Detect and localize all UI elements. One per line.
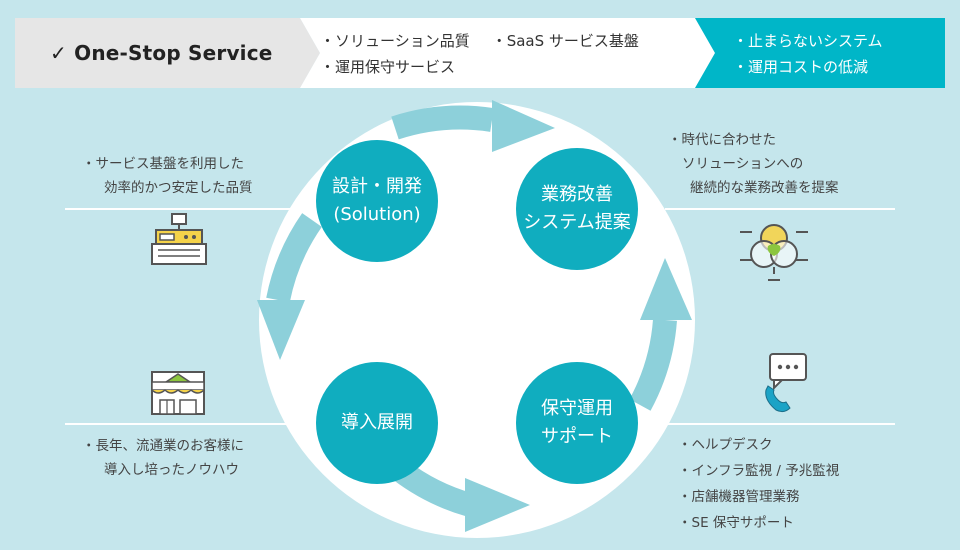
note-retail-knowhow: ・長年、流通業のお客様に 導入し培ったノウハウ xyxy=(82,438,244,478)
arrow-top xyxy=(492,100,555,152)
outcome-nonstop: ・止まらないシステム xyxy=(733,32,883,50)
store-front-icon xyxy=(151,371,205,415)
banner: ✓ One-Stop Service ・ソリューション品質 ・SaaS サービス基… xyxy=(15,18,945,88)
arrow-right xyxy=(640,258,692,320)
node-business-improvement: 業務改善 システム提案 xyxy=(516,148,638,270)
banner-background xyxy=(15,18,945,88)
banner-outcomes: ・止まらないシステム ・運用コストの低減 xyxy=(733,28,883,80)
node-deployment: 導入展開 xyxy=(316,362,438,484)
arrow-arc-right xyxy=(629,318,677,411)
outcome-cost-reduction: ・運用コストの低減 xyxy=(733,58,869,76)
benefit-saas-platform: ・SaaS サービス基盤 xyxy=(491,32,639,50)
benefit-maintenance: ・運用保守サービス xyxy=(320,58,456,76)
cash-register-icon xyxy=(151,213,207,265)
arrow-left xyxy=(257,300,305,360)
phone-chat-icon xyxy=(765,353,807,413)
note-continuous-improvement: ・時代に合わせた ソリューションへの 継続的な業務改善を提案 xyxy=(668,132,839,196)
divider-top-right xyxy=(665,208,895,210)
note-platform-quality: ・サービス基盤を利用した 効率的かつ安定した品質 xyxy=(82,156,253,196)
arrow-bottom xyxy=(465,478,530,532)
benefit-solution-quality: ・ソリューション品質 xyxy=(320,32,470,50)
cycle-ring xyxy=(259,102,695,538)
arrow-arc-left xyxy=(266,213,322,303)
node-maintenance-support: 保守運用 サポート xyxy=(516,362,638,484)
note-support-services: ・ヘルプデスク ・インフラ監視 / 予兆監視 ・店舗機器管理業務 ・SE 保守サ… xyxy=(678,437,840,531)
divider-bottom-right xyxy=(665,423,895,425)
banner-title: ✓ One-Stop Service xyxy=(50,41,273,65)
node-design-development: 設計・開発 (Solution) xyxy=(316,140,438,262)
venn-diagram-icon xyxy=(740,224,808,281)
check-icon: ✓ xyxy=(50,41,75,65)
arrow-arc-top xyxy=(391,105,494,140)
divider-bottom-left xyxy=(65,423,305,425)
divider-top-left xyxy=(65,208,305,210)
banner-benefits: ・ソリューション品質 ・SaaS サービス基盤 ・運用保守サービス xyxy=(320,28,639,80)
